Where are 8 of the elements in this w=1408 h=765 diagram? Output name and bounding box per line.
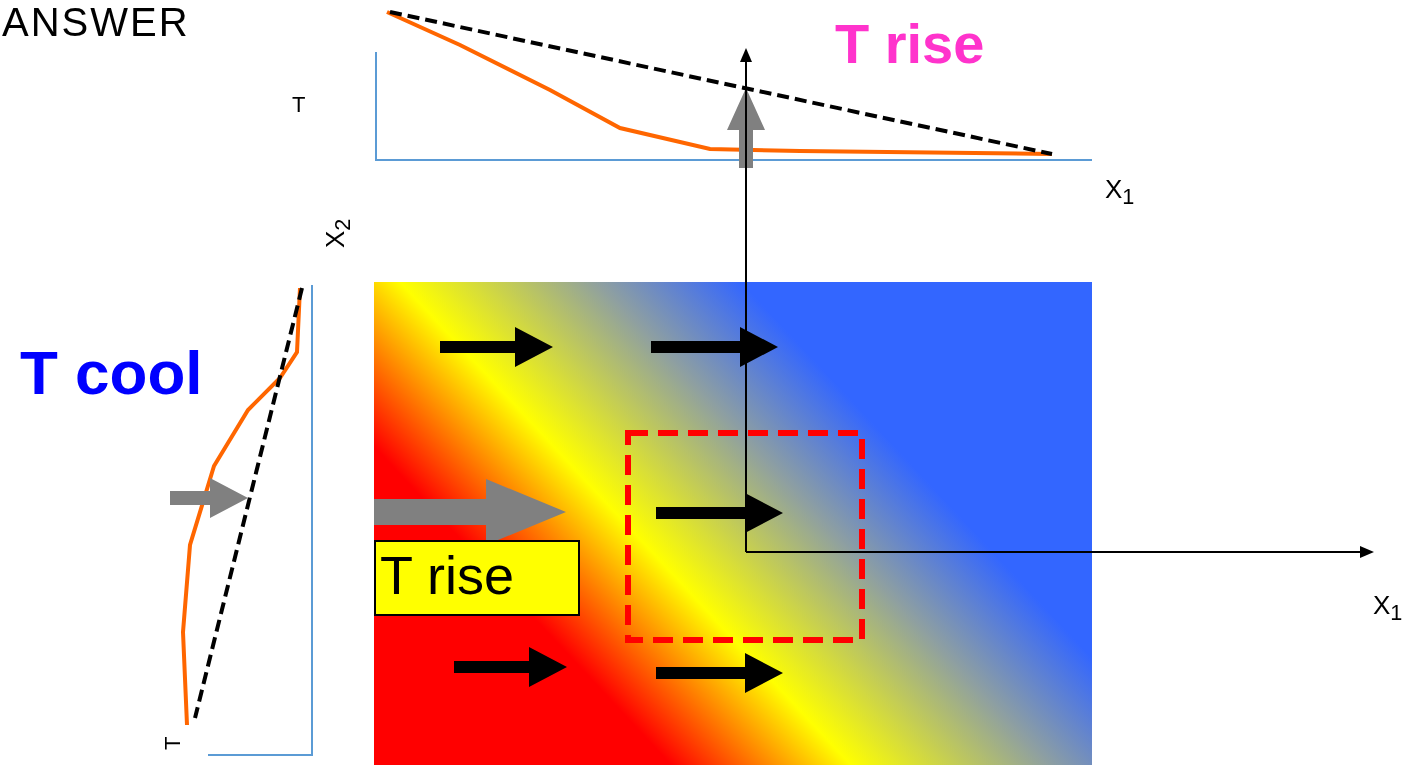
highlight-label: T rise: [374, 540, 580, 616]
axis-label: T: [162, 736, 184, 750]
axis-label: X$_{1}$: [1105, 176, 1135, 208]
chart-heading: T rise: [835, 16, 985, 72]
chart-heading: T cool: [20, 342, 203, 404]
page-title: ANSWER: [2, 2, 190, 42]
axis-label: X$_{1}$: [1373, 592, 1403, 624]
axis-label: T: [292, 94, 306, 116]
